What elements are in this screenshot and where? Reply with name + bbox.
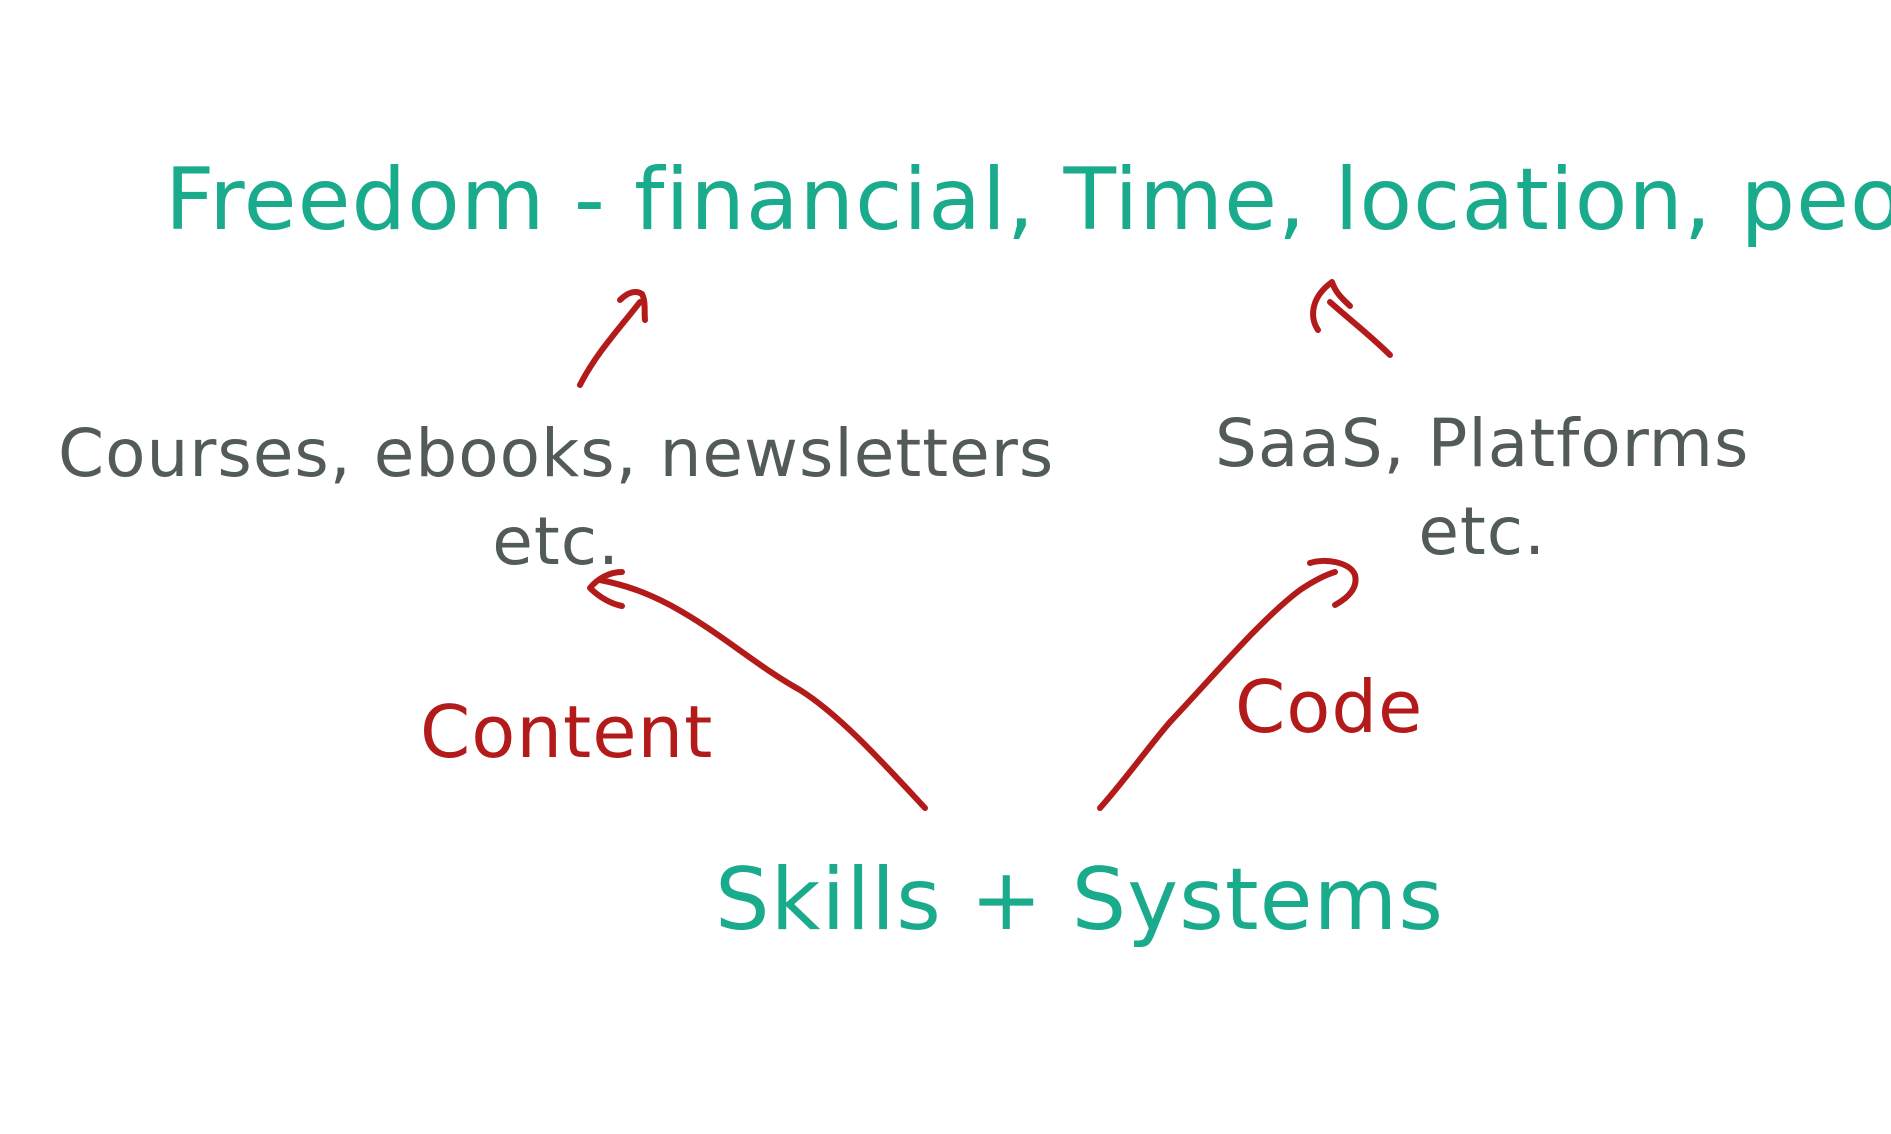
left-product-label: Courses, ebooks, newsletters etc.	[58, 410, 1054, 586]
arrow-left-to-goal	[577, 299, 643, 388]
base-label: Skills + Systems	[715, 850, 1445, 950]
content-path-label: Content	[420, 690, 714, 774]
arrow-base-to-right-head	[1307, 557, 1359, 608]
arrow-right-to-goal-head	[1310, 279, 1353, 333]
goal-label: Freedom - financial, Time, location, peo…	[165, 150, 1891, 250]
arrow-right-to-goal	[1327, 299, 1393, 358]
right-product-line1: SaaS, Platforms	[1215, 405, 1750, 482]
code-path-label: Code	[1235, 665, 1424, 749]
arrow-left-to-goal-head	[617, 289, 648, 323]
arrow-base-to-left-head	[587, 569, 625, 609]
left-product-line2: etc.	[492, 503, 620, 580]
arrow-base-to-left	[597, 577, 928, 811]
right-product-line2: etc.	[1418, 493, 1547, 570]
left-product-line1: Courses, ebooks, newsletters	[58, 415, 1055, 492]
right-product-label: SaaS, Platforms etc.	[1215, 400, 1749, 576]
arrow-base-to-right	[1097, 569, 1338, 811]
